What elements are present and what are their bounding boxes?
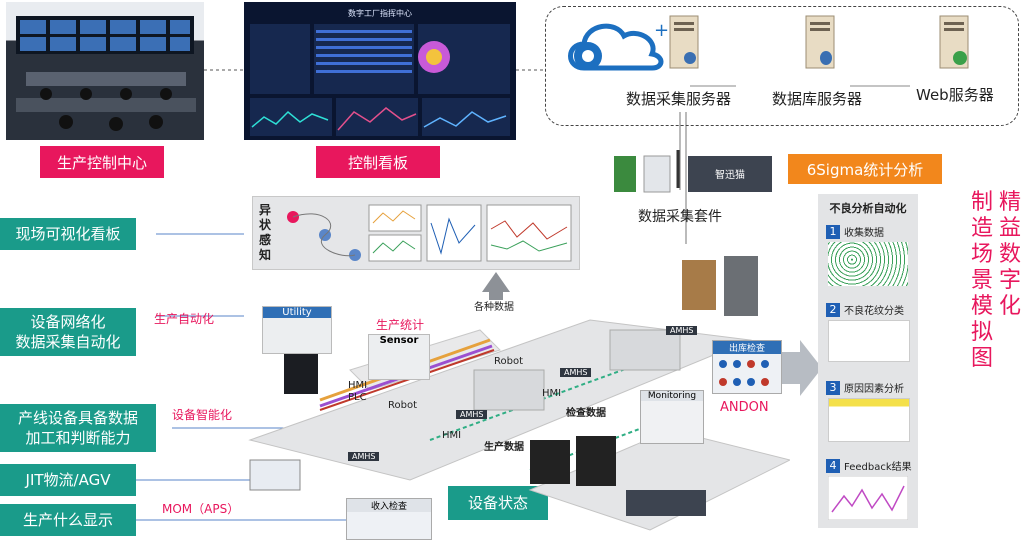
hmi-label-2: HMI [542, 388, 562, 399]
sigma-step-3: 3 原因因素分析 [826, 380, 904, 395]
inspection-dots [719, 360, 769, 386]
classify-thumbnail [828, 320, 910, 362]
device-status-label: 设备状态 [448, 486, 548, 520]
robot-label-2: Robot [494, 356, 524, 367]
control-center-photo [6, 2, 204, 140]
abnormal-label: 异状感知 [259, 203, 272, 262]
hmi-label-1: HMI [442, 430, 462, 441]
cloud-gear-icon: + [568, 20, 669, 71]
abnormal-sensing-board: 异状感知 [252, 196, 580, 270]
trend-charts-icon [368, 204, 572, 262]
sigma-label: 6Sigma统计分析 [788, 154, 942, 184]
step-number: 3 [826, 380, 840, 395]
feedback-chart-thumbnail [828, 476, 908, 520]
prod-stats-annotation: 生产统计 [376, 318, 425, 332]
collect-server-icon [669, 15, 699, 69]
device-brand-text: 智迅猫 [715, 168, 745, 181]
control-center-label: 生产控制中心 [40, 146, 164, 178]
web-server-label: Web服务器 [916, 86, 994, 104]
amhs-label-2: AMHS [456, 410, 488, 419]
what-to-produce-label: 生产什么显示 [0, 504, 136, 536]
collect-server-label: 数据采集服务器 [626, 90, 732, 108]
amhs-label-1: AMHS [348, 452, 380, 461]
amhs-label-3: AMHS [560, 368, 592, 377]
title-vertical-col1: 精益数字化 [998, 190, 1021, 319]
onsite-board-label: 现场可视化看板 [0, 218, 136, 250]
monitoring-label: Monitoring [641, 391, 703, 401]
sigma-step-1: 1 收集数据 [826, 224, 884, 239]
line-capability-label: 产线设备具备数据 加工和判断能力 [0, 404, 156, 452]
andon-annotation: ANDON [720, 400, 769, 415]
sigma-step-2: 2 不良花纹分类 [826, 302, 904, 317]
mom-annotation: MOM（APS） [162, 502, 240, 516]
utility-panel: Utility [262, 306, 332, 354]
control-board-label: 控制看板 [316, 146, 440, 178]
scatter-thumbnail [828, 242, 908, 286]
inspect-data-label: 检查数据 [566, 408, 606, 419]
title-vertical-col2: 制造场景模拟图 [970, 190, 993, 371]
various-data-annotation: 各种数据 [474, 302, 514, 313]
robot-label-1: Robot [388, 400, 418, 411]
monitoring-panel: Monitoring [640, 390, 704, 444]
amhs-label-4: AMHS [666, 326, 698, 335]
prod-data-label: 生产数据 [484, 442, 524, 453]
data-kit-label: 数据采集套件 [638, 209, 722, 225]
device-network-label: 设备网络化 数据采集自动化 [0, 308, 136, 356]
dashboard-title: 数字工厂指挥中心 [348, 8, 412, 18]
step-number: 1 [826, 224, 840, 239]
svg-text:+: + [654, 20, 669, 41]
step-label: 原因因素分析 [844, 384, 904, 395]
step-number: 2 [826, 302, 840, 317]
jit-label: JIT物流/AGV [0, 464, 136, 496]
sensor-panel: Sensor [368, 334, 430, 380]
sensor-label: Sensor [379, 335, 419, 346]
step-number: 4 [826, 458, 840, 473]
step-label: 不良花纹分类 [844, 306, 904, 317]
sigma-panel: 不良分析自动化 1 收集数据 2 不良花纹分类 3 原因因素分析 4 Feedback结… [818, 194, 918, 528]
database-server-label: 数据库服务器 [772, 90, 863, 108]
analysis-thumbnail [828, 398, 910, 442]
device-smart-annotation: 设备智能化 [172, 408, 233, 422]
factory-floor-illustration [248, 256, 790, 531]
step-label: Feedback结果 [844, 462, 912, 473]
in-inspect-panel: 收入检查 [346, 498, 432, 540]
out-inspect-panel: 出库检查 [712, 340, 782, 394]
data-kit-devices: 智迅猫 [614, 150, 772, 193]
in-inspect-label: 收入检查 [347, 499, 431, 512]
flow-diagram-icon [287, 211, 361, 261]
utility-label: Utility [263, 307, 331, 318]
out-inspect-label: 出库检查 [713, 341, 781, 354]
prod-auto-annotation: 生产自动化 [154, 312, 215, 326]
database-server-icon [805, 15, 835, 69]
web-server-icon [939, 15, 969, 69]
sigma-step-4: 4 Feedback结果 [826, 458, 912, 473]
hmi-plc-label: HMI PLC [348, 380, 368, 403]
server-cluster-box [545, 6, 1019, 126]
sigma-panel-title: 不良分析自动化 [829, 202, 907, 215]
step-label: 收集数据 [844, 228, 884, 239]
control-board-dashboard: 数字工厂指挥中心 [244, 2, 516, 140]
